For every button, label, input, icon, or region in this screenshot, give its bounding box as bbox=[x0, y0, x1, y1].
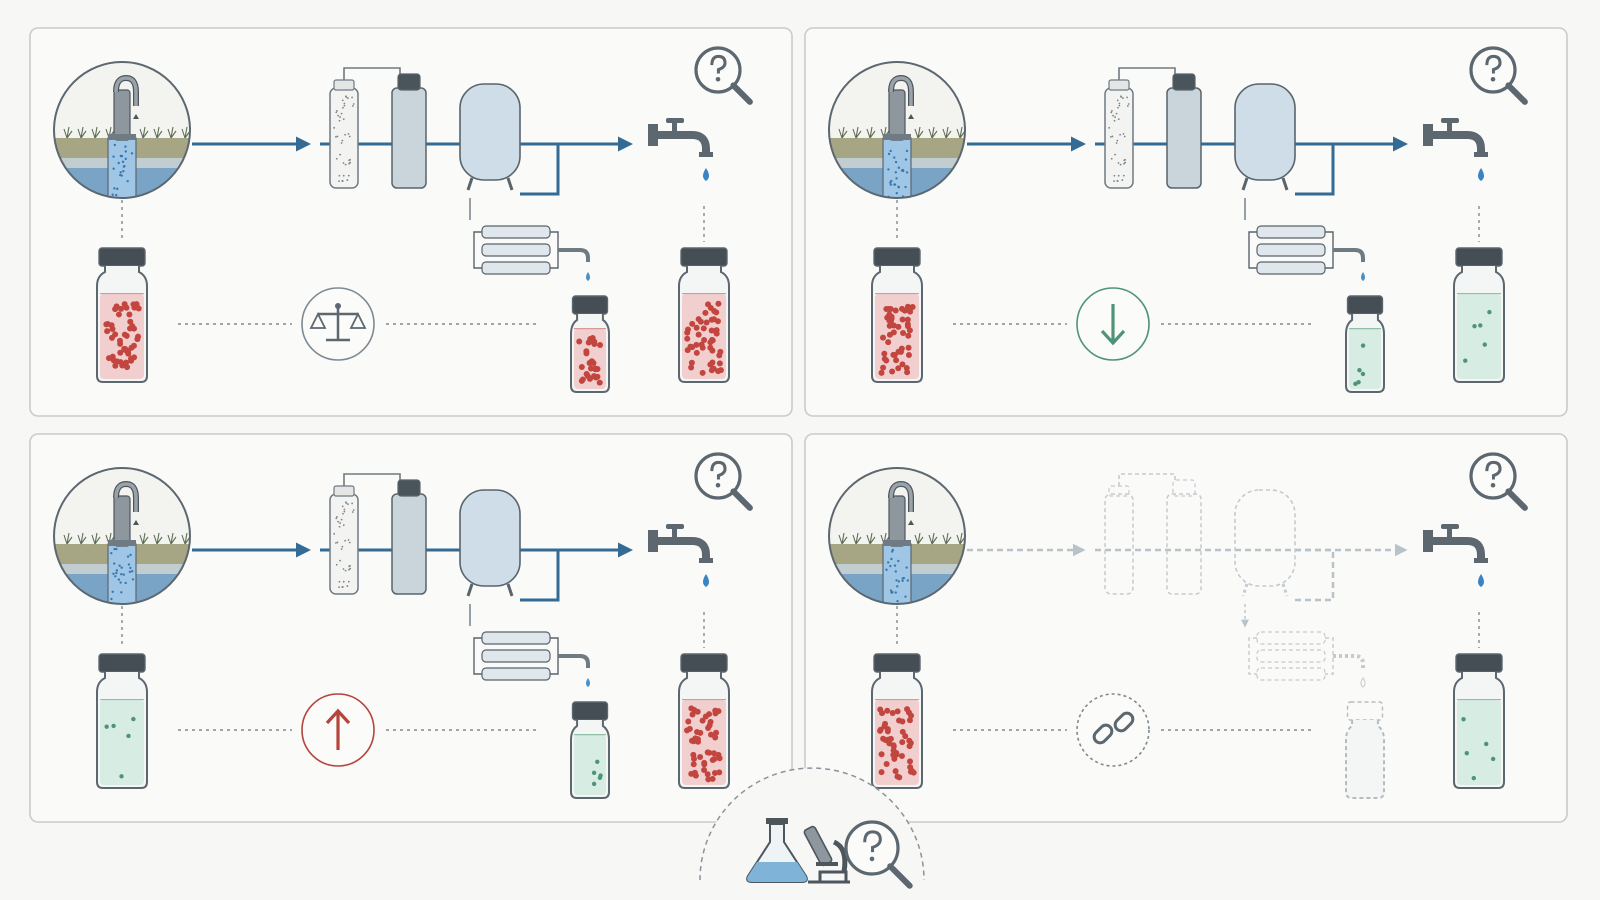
water-drop-icon bbox=[1478, 574, 1484, 587]
down-arrow-icon bbox=[1076, 287, 1150, 361]
water-drop-icon bbox=[1478, 168, 1484, 181]
pressure-tank bbox=[459, 489, 521, 587]
pressure-tank bbox=[1234, 83, 1296, 181]
ro-membrane bbox=[1256, 225, 1326, 239]
ro-faucet bbox=[558, 248, 590, 262]
clean-sample-bottle bbox=[1453, 653, 1505, 789]
softener-tank bbox=[391, 493, 427, 595]
tap-icon bbox=[1423, 530, 1433, 552]
microscope-icon bbox=[803, 825, 850, 884]
up-arrow-icon bbox=[301, 693, 375, 767]
magnifier-question-icon bbox=[1469, 452, 1528, 511]
ro-membrane bbox=[481, 667, 551, 681]
ro-membrane bbox=[481, 225, 551, 239]
contaminated-sample-bottle bbox=[96, 247, 148, 383]
flask-icon bbox=[746, 818, 808, 883]
tap-icon bbox=[648, 530, 658, 552]
water-drop-icon bbox=[1361, 272, 1365, 281]
ro-membrane bbox=[1256, 631, 1326, 645]
scenario-panel bbox=[804, 27, 1568, 417]
magnifier-question-icon bbox=[694, 452, 753, 511]
clean-sample-bottle bbox=[96, 653, 148, 789]
ro-membrane bbox=[1256, 243, 1326, 257]
scenario-panel bbox=[804, 433, 1568, 823]
water-drop-icon bbox=[586, 272, 590, 281]
clean-sample-bottle bbox=[1345, 295, 1385, 393]
tap-icon bbox=[648, 124, 658, 146]
ro-membrane bbox=[1256, 667, 1326, 681]
magnifier-question-icon bbox=[694, 46, 753, 105]
ro-membrane bbox=[481, 243, 551, 257]
ro-membrane bbox=[481, 649, 551, 663]
lab-investigation-icons bbox=[699, 767, 925, 889]
clean-sample-bottle bbox=[570, 701, 610, 799]
contaminated-sample-bottle bbox=[678, 653, 730, 789]
empty-sample-bottle bbox=[1345, 701, 1385, 799]
contaminated-sample-bottle bbox=[871, 653, 923, 789]
clean-sample-bottle bbox=[1453, 247, 1505, 383]
contaminated-sample-bottle bbox=[871, 247, 923, 383]
softener-tank bbox=[391, 87, 427, 189]
scenario-panel bbox=[29, 27, 793, 417]
ro-membrane bbox=[1256, 649, 1326, 663]
pressure-tank bbox=[1234, 489, 1296, 587]
broken-link-icon bbox=[1076, 693, 1150, 767]
pressure-tank bbox=[459, 83, 521, 181]
water-drop-icon bbox=[1360, 677, 1366, 688]
ro-membrane bbox=[481, 631, 551, 645]
ro-faucet bbox=[1333, 248, 1365, 262]
softener-tank bbox=[1166, 493, 1202, 595]
water-drop-icon bbox=[703, 574, 709, 587]
ro-membrane bbox=[1256, 261, 1326, 275]
carbon-filter bbox=[1104, 493, 1134, 595]
balance-scale-icon bbox=[301, 287, 375, 361]
water-drop-icon bbox=[586, 678, 590, 687]
water-drop-icon bbox=[703, 168, 709, 181]
magnifier-question-icon bbox=[844, 820, 913, 889]
contaminated-sample-bottle bbox=[570, 295, 610, 393]
ro-faucet bbox=[558, 654, 590, 668]
magnifier-question-icon bbox=[1469, 46, 1528, 105]
ro-membrane bbox=[481, 261, 551, 275]
softener-tank bbox=[1166, 87, 1202, 189]
contaminated-sample-bottle bbox=[678, 247, 730, 383]
tap-icon bbox=[1423, 124, 1433, 146]
scenario-panel bbox=[29, 433, 793, 823]
